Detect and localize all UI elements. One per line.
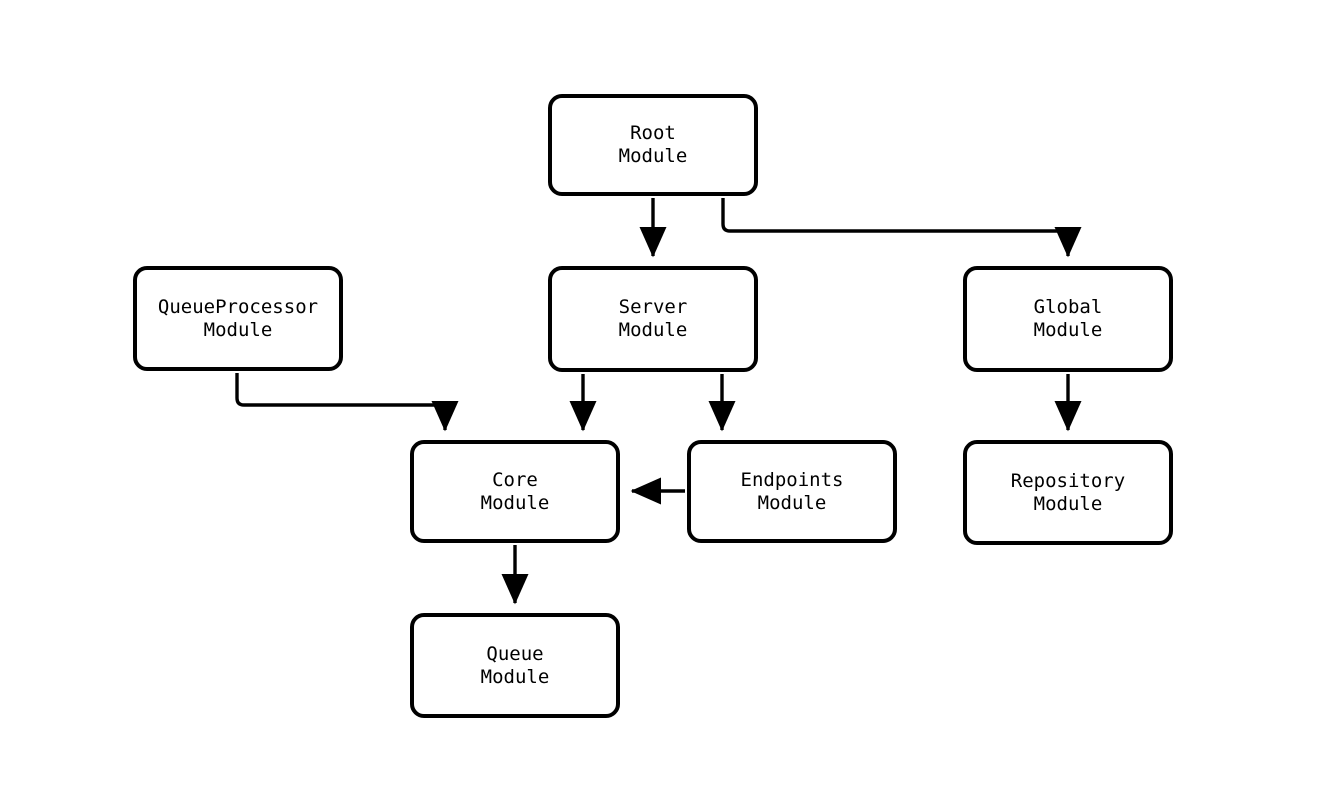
- node-server-label-line1: Server: [618, 296, 688, 318]
- node-root-label-line2: Module: [618, 145, 688, 167]
- node-queueprocessor-label-line2: Module: [203, 318, 273, 341]
- edge-queueprocessor-to-core: [235, 373, 459, 432]
- node-root-label-line1: Root: [630, 122, 676, 144]
- node-global-label-line2: Module: [1033, 319, 1103, 341]
- edge-root-to-global: [721, 198, 1082, 258]
- edge-paths: [235, 198, 1082, 605]
- node-core-label-line2: Module: [480, 491, 550, 514]
- node-server-label-line2: Module: [618, 319, 688, 341]
- node-queue-label-line1: Queue: [486, 642, 544, 665]
- node-endpoints-label-line1: Endpoints: [740, 468, 844, 491]
- node-core-label-line1: Core: [492, 468, 538, 491]
- node-global-label-line1: Global: [1033, 296, 1103, 318]
- node-repository-label-line1: Repository: [1010, 469, 1126, 492]
- node-queueprocessor-label-line1: QueueProcessor: [157, 295, 319, 318]
- node-endpoints-label-line2: Module: [757, 491, 827, 514]
- node-queue-label-line2: Module: [480, 665, 550, 688]
- node-repository-label-line2: Module: [1033, 492, 1103, 515]
